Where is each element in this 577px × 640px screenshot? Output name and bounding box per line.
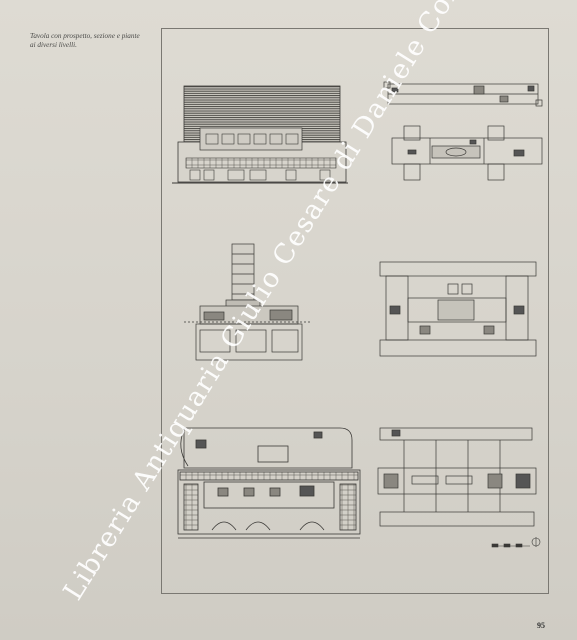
floor-plan-upper <box>383 81 543 107</box>
floor-plan-level-3 <box>379 261 537 357</box>
north-arrow-icon <box>531 537 541 547</box>
caption-line-1: Tavola con prospetto, sezione e piante <box>30 32 140 40</box>
page-number: 95 <box>537 621 545 630</box>
scale-bar <box>491 543 530 548</box>
floor-plan-level-2 <box>391 125 543 181</box>
caption-line-2: ai diversi livelli. <box>30 41 77 49</box>
ground-floor-plan <box>177 427 361 539</box>
floor-plan-level-4 <box>377 427 537 527</box>
figure-caption: Tavola con prospetto, sezione e piante a… <box>30 32 160 50</box>
facade-elevation <box>172 85 348 184</box>
building-section <box>184 243 312 361</box>
drawings-frame <box>161 28 549 594</box>
